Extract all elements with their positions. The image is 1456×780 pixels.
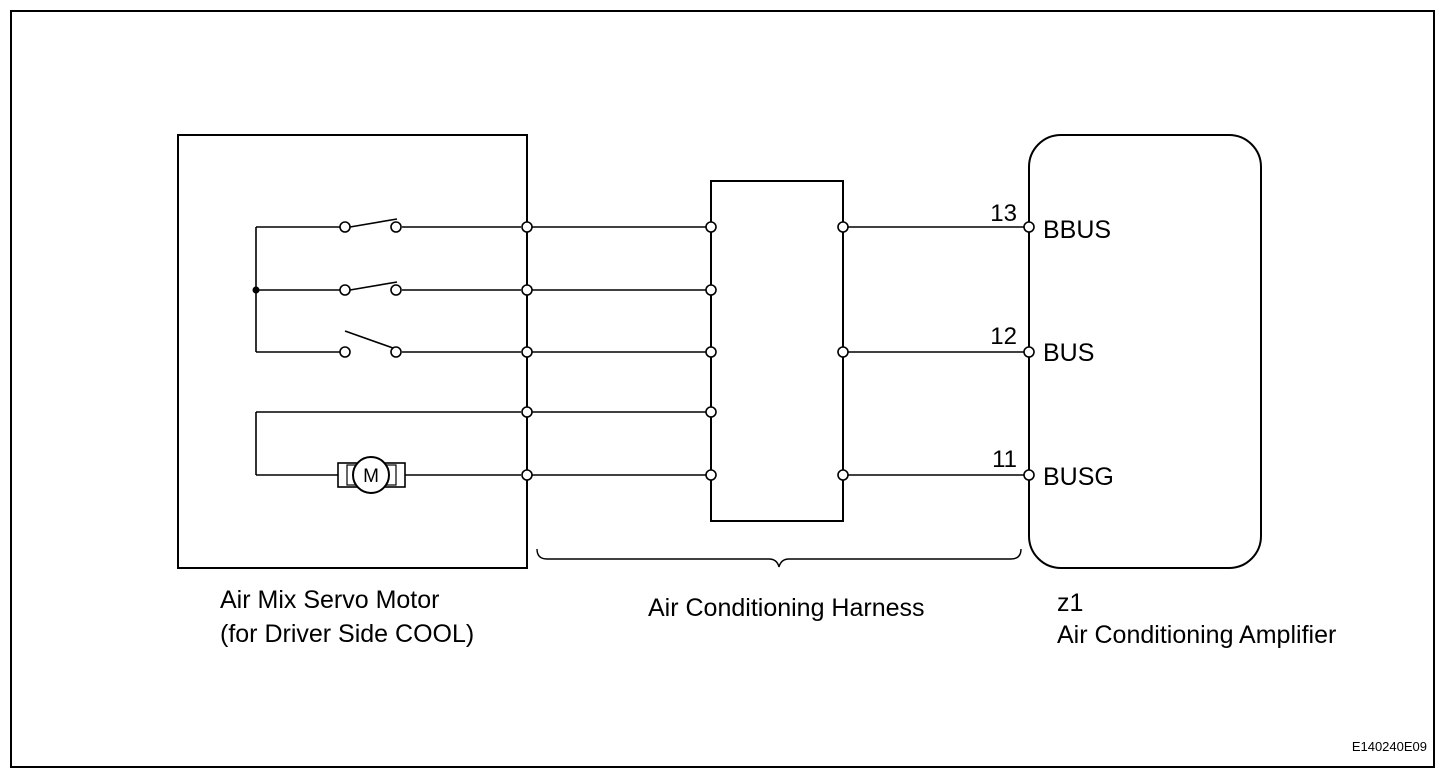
amplifier-connector-label: z1	[1057, 589, 1083, 617]
harness-amplifier-wires	[848, 226, 1024, 476]
amplifier-terminals	[1023, 221, 1035, 481]
terminal-name-bus: BUS	[1043, 339, 1094, 367]
servo-internal-wiring	[255, 226, 521, 476]
harness-label: Air Conditioning Harness	[648, 594, 925, 622]
junction-dot	[252, 286, 260, 294]
pin-number-11: 11	[992, 446, 1017, 473]
switch-3	[339, 330, 402, 358]
pin-number-13: 13	[990, 200, 1017, 227]
harness-left-terminals	[705, 221, 717, 481]
switch-2	[339, 281, 402, 296]
terminal-name-bbus: BBUS	[1043, 216, 1111, 244]
amplifier-label: Air Conditioning Amplifier	[1057, 621, 1336, 649]
pin-number-12: 12	[990, 323, 1017, 350]
harness-right-terminals	[837, 221, 849, 481]
servo-motor-label-line2: (for Driver Side COOL)	[220, 620, 474, 648]
terminal-name-busg: BUSG	[1043, 463, 1114, 491]
servo-motor-label-line1: Air Mix Servo Motor	[220, 586, 439, 614]
motor-symbol-label: M	[363, 466, 379, 487]
servo-harness-wires	[532, 226, 706, 476]
motor-icon: M	[337, 456, 406, 494]
switch-1	[339, 218, 402, 233]
figure-code: E140240E09	[1352, 739, 1427, 754]
diagram-frame	[10, 10, 1435, 768]
servo-connector-terminals	[521, 221, 533, 481]
harness-box	[710, 180, 844, 522]
harness-brace	[536, 548, 1022, 568]
